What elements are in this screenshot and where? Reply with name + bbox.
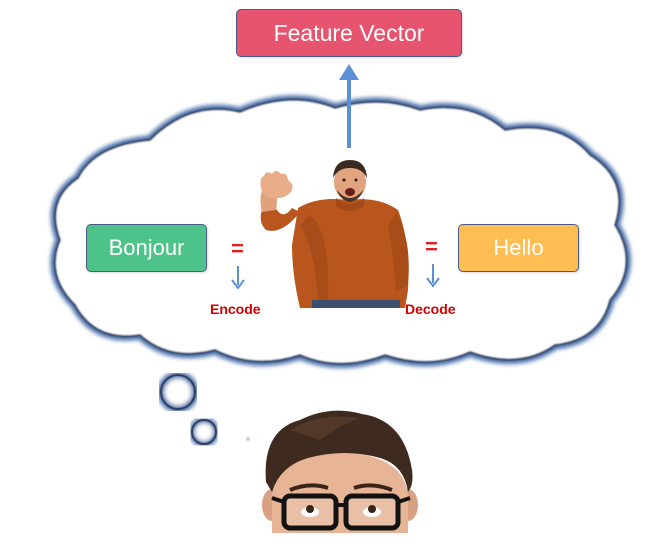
thought-dot — [246, 437, 250, 441]
decode-label: Decode — [405, 301, 456, 317]
thought-bubble-small — [189, 417, 219, 447]
bonjour-box: Bonjour — [86, 224, 207, 272]
feature-vector-label: Feature Vector — [273, 19, 425, 46]
left-equals-sign: = — [231, 236, 244, 261]
encode-label: Encode — [210, 301, 261, 317]
decode-arrow — [426, 264, 440, 288]
hello-label: Hello — [493, 235, 544, 260]
right-equals-sign: = — [425, 234, 438, 259]
hello-box: Hello — [458, 224, 579, 272]
bonjour-label: Bonjour — [108, 235, 185, 260]
feature-vector-box: Feature Vector — [236, 9, 462, 57]
thinking-person-illustration — [262, 410, 418, 533]
encode-arrow — [231, 266, 245, 290]
waving-man-illustration — [260, 160, 409, 308]
up-arrow — [339, 64, 359, 148]
thought-bubble-large — [157, 371, 199, 413]
